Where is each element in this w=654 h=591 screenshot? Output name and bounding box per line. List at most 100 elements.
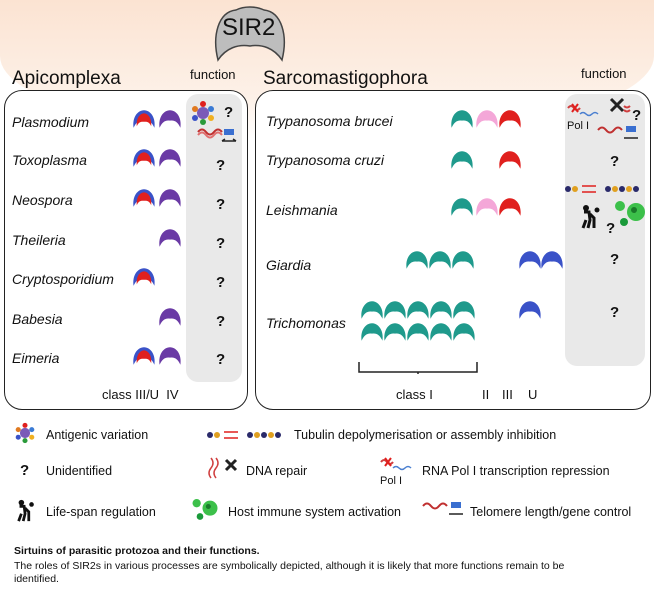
legend-life-span: Life-span regulation bbox=[46, 505, 156, 519]
apicomplexa-function-label: function bbox=[190, 67, 236, 82]
sirtuin-classU-icon bbox=[541, 251, 563, 269]
sirtuin-class3-icon bbox=[499, 110, 521, 128]
sirtuin-class3-icon bbox=[133, 189, 155, 207]
sirtuin-class1-icon bbox=[451, 151, 473, 169]
unidentified-mark: ? bbox=[216, 235, 226, 252]
organism-babesia: Babesia bbox=[12, 311, 63, 327]
legend-pol1-label: Pol I bbox=[380, 475, 403, 487]
sirtuin-class1-icon bbox=[384, 301, 406, 319]
organism-trichomonas: Trichomonas bbox=[266, 315, 346, 331]
sir2-shape bbox=[215, 6, 285, 62]
organism-theileria: Theileria bbox=[12, 232, 66, 248]
sirtuin-class4-icon bbox=[159, 149, 181, 167]
sarco-function-label: function bbox=[581, 66, 627, 81]
unidentified-mark: ? bbox=[216, 274, 226, 291]
organism-giardia: Giardia bbox=[266, 257, 312, 273]
legend-immune: Host immune system activation bbox=[228, 505, 401, 519]
tubulin-icon bbox=[207, 431, 281, 439]
organism-trypanosoma-brucei: Trypanosoma brucei bbox=[266, 113, 393, 129]
legend-dna-repair: DNA repair bbox=[246, 464, 308, 478]
sirtuin-class2-icon bbox=[476, 110, 498, 128]
life-span-icon bbox=[17, 499, 34, 522]
legend-unidentified: Unidentified bbox=[46, 464, 113, 478]
unidentified-mark: ? bbox=[20, 462, 30, 479]
sirtuin-class1-icon bbox=[452, 251, 474, 269]
sarco-classU-label: U bbox=[528, 387, 538, 402]
sirtuin-class1-icon bbox=[361, 301, 383, 319]
organism-plasmodium: Plasmodium bbox=[12, 114, 90, 130]
caption-title: Sirtuins of parasitic protozoa and their… bbox=[14, 545, 260, 557]
sarco-class1-label: class I bbox=[396, 387, 433, 402]
life-span-icon bbox=[581, 205, 600, 229]
sirtuin-class1-icon bbox=[407, 301, 429, 319]
unidentified-mark: ? bbox=[610, 251, 620, 268]
sirtuin-class1-icon bbox=[453, 323, 475, 341]
sirtuin-class3-icon bbox=[133, 149, 155, 167]
tubulin-icon bbox=[565, 185, 639, 193]
sirtuin-class4-icon bbox=[159, 347, 181, 365]
sirtuin-class1-icon bbox=[430, 323, 452, 341]
organism-leishmania: Leishmania bbox=[266, 202, 338, 218]
organism-eimeria: Eimeria bbox=[12, 350, 60, 366]
organism-neospora: Neospora bbox=[12, 192, 73, 208]
apicomplexa-title: Apicomplexa bbox=[12, 68, 121, 89]
sirtuin-class4-icon bbox=[159, 308, 181, 326]
unidentified-mark: ? bbox=[216, 157, 226, 174]
sirtuin-class4-icon bbox=[159, 110, 181, 128]
legend-antigenic-variation: Antigenic variation bbox=[46, 428, 149, 442]
sirtuin-class3-icon bbox=[499, 151, 521, 169]
sirtuin-class1-icon bbox=[407, 323, 429, 341]
sirtuin-class1-icon bbox=[451, 198, 473, 216]
telomere-icon bbox=[197, 128, 237, 142]
immune-activation-icon bbox=[192, 499, 218, 520]
pol1-label: Pol I bbox=[567, 120, 590, 132]
sirtuin-class1-icon bbox=[429, 251, 451, 269]
caption-body: The roles of SIR2s in various processes … bbox=[14, 560, 565, 585]
unidentified-mark: ? bbox=[216, 351, 226, 368]
sir2-label: SIR2 bbox=[222, 14, 276, 41]
unidentified-mark: ? bbox=[610, 153, 620, 170]
sirtuin-class4-icon bbox=[159, 229, 181, 247]
sarco-function-column bbox=[565, 94, 645, 366]
sirtuin-class1-icon bbox=[430, 301, 452, 319]
apicomplexa-function-column bbox=[186, 94, 242, 382]
sirtuin-class1-icon bbox=[384, 323, 406, 341]
unidentified-mark: ? bbox=[606, 220, 616, 237]
sirtuin-class2-icon bbox=[476, 198, 498, 216]
class-bracket bbox=[358, 362, 478, 374]
sirtuin-class4-icon bbox=[159, 189, 181, 207]
sarco-class3-label: III bbox=[502, 387, 513, 402]
organism-toxoplasma: Toxoplasma bbox=[12, 152, 87, 168]
unidentified-mark: ? bbox=[610, 304, 620, 321]
unidentified-mark: ? bbox=[632, 107, 642, 124]
sarco-class2-label: II bbox=[482, 387, 490, 402]
sirtuin-class1-icon bbox=[453, 301, 475, 319]
telomere-icon bbox=[597, 126, 638, 139]
dna-repair-icon bbox=[208, 457, 238, 479]
unidentified-mark: ? bbox=[216, 313, 226, 330]
sirtuin-class3-icon bbox=[133, 110, 155, 128]
sirtuin-class3-icon bbox=[133, 268, 155, 286]
sirtuin-class1-icon bbox=[451, 110, 473, 128]
immune-activation-icon bbox=[615, 201, 645, 226]
sirtuin-class3-icon bbox=[499, 198, 521, 216]
sirtuin-classU-icon bbox=[519, 251, 541, 269]
unidentified-mark: ? bbox=[216, 196, 226, 213]
legend-rna-pol: RNA Pol I transcription repression bbox=[422, 464, 610, 478]
organism-cryptosporidium: Cryptosporidium bbox=[12, 271, 114, 287]
sirtuin-class1-icon bbox=[361, 323, 383, 341]
unidentified-mark: ? bbox=[224, 104, 234, 121]
telomere-icon bbox=[422, 502, 463, 515]
legend-tubulin: Tubulin depolymerisation or assembly inh… bbox=[294, 428, 557, 442]
dna-repair-icon bbox=[609, 97, 631, 113]
sarcomastigophora-title: Sarcomastigophora bbox=[263, 68, 428, 89]
rna-pol-repression-icon bbox=[567, 103, 599, 117]
legend-telomere: Telomere length/gene control bbox=[470, 505, 632, 519]
apicomplexa-class-label: class III/U IV bbox=[102, 387, 179, 402]
sirtuin-classU-icon bbox=[519, 301, 541, 319]
antigenic-variation-icon bbox=[192, 101, 214, 125]
organism-trypanosoma-cruzi: Trypanosoma cruzi bbox=[266, 152, 385, 168]
rna-pol-repression-icon bbox=[380, 457, 412, 471]
sirtuin-class1-icon bbox=[406, 251, 428, 269]
antigenic-variation-icon bbox=[15, 422, 35, 444]
